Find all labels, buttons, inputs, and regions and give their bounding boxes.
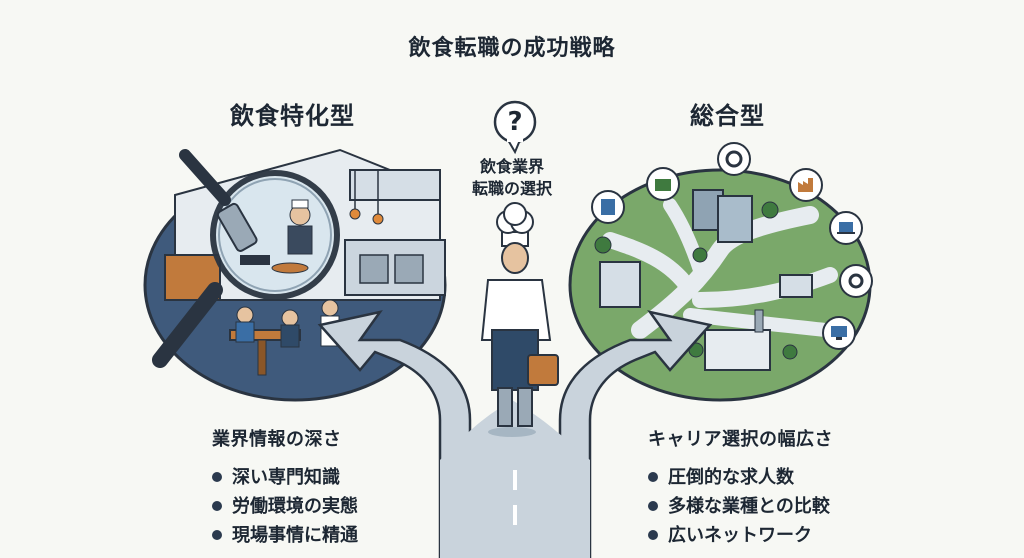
- bullet-icon: [648, 530, 658, 540]
- bullet-icon: [648, 472, 658, 482]
- bullet-icon: [212, 472, 222, 482]
- road-arrows: [317, 310, 713, 558]
- bullet-icon: [212, 530, 222, 540]
- general-type-heading: キャリア選択の幅広さ: [648, 429, 833, 450]
- general-type-list: 圧倒的な求人数 多様な業種との比較 広いネットワーク: [648, 463, 833, 550]
- general-type-title: 総合型: [690, 102, 765, 130]
- factory-icon: [789, 168, 823, 202]
- bullet-icon: [212, 501, 222, 511]
- chef-figure: [480, 202, 559, 437]
- office-building-icon: [591, 190, 625, 224]
- list-item: 深い専門知識: [212, 463, 358, 492]
- general-type-info: キャリア選択の幅広さ 圧倒的な求人数 多様な業種との比較 広いネットワーク: [648, 425, 833, 550]
- monitor-icon: [822, 316, 856, 350]
- question-bubble: [493, 100, 537, 155]
- question-mark-icon: ?: [507, 107, 523, 137]
- bullet-icon: [648, 501, 658, 511]
- list-item: 労働環境の実態: [212, 492, 358, 521]
- page-title: 飲食転職の成功戦略: [408, 36, 616, 61]
- food-specialized-heading: 業界情報の深さ: [212, 429, 342, 450]
- list-item: 現場事情に精通: [212, 521, 358, 550]
- gear-icon-2: [839, 264, 873, 298]
- center-label-line1: 飲食業界: [479, 157, 544, 176]
- food-specialized-title: 飲食特化型: [230, 102, 355, 130]
- center-label-line2: 転職の選択: [471, 179, 552, 198]
- food-specialized-list: 深い専門知識 労働環境の実態 現場事情に精通: [212, 463, 358, 550]
- center-label: 飲食業界 転職の選択: [450, 156, 574, 200]
- list-item: 圧倒的な求人数: [648, 463, 833, 492]
- food-specialized-info: 業界情報の深さ 深い専門知識 労働環境の実態 現場事情に精通: [212, 425, 358, 550]
- list-item: 広いネットワーク: [648, 521, 833, 550]
- laptop-icon: [829, 211, 863, 245]
- gear-icon: [717, 142, 751, 176]
- briefcase-icon: [646, 167, 680, 201]
- list-item: 多様な業種との比較: [648, 492, 833, 521]
